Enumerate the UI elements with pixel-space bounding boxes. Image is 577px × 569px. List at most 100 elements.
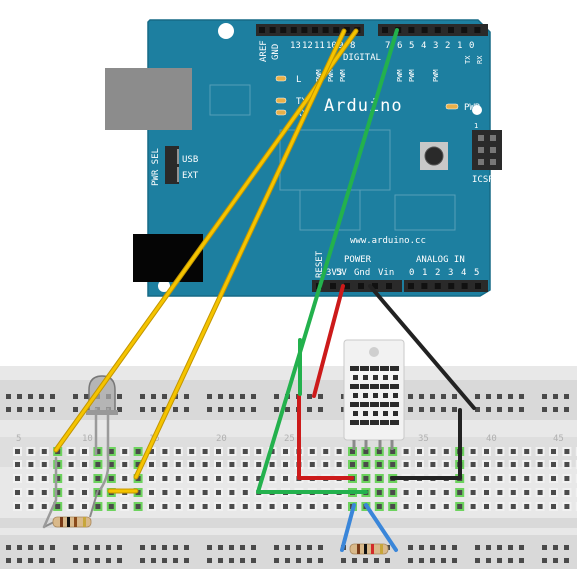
- header-pin: [448, 27, 454, 33]
- icsp-pins: [478, 135, 496, 165]
- breadboard-hole: [457, 490, 463, 495]
- breadboard-hole: [162, 490, 168, 495]
- breadboard-hole: [430, 462, 436, 467]
- breadboard-hole: [162, 462, 168, 467]
- breadboard-hole: [68, 462, 74, 467]
- breadboard-hole: [484, 504, 489, 509]
- breadboard-hole: [385, 558, 390, 563]
- breadboard-hole: [17, 558, 22, 563]
- header-pin: [475, 283, 481, 289]
- breadboard-hole-frame: [575, 460, 577, 469]
- sensor-grill-slot: [363, 393, 368, 398]
- breadboard-hole: [95, 545, 100, 550]
- breadboard-hole: [376, 449, 382, 454]
- breadboard-hole: [68, 449, 74, 454]
- analog-pin-label: 5: [474, 268, 479, 278]
- icsp-label: ICSP: [472, 175, 494, 185]
- pwm-label: PWM: [396, 69, 404, 82]
- breadboard-hole: [106, 558, 111, 563]
- breadboard-hole: [470, 462, 476, 467]
- breadboard-hole: [251, 558, 256, 563]
- breadboard-hole: [441, 407, 446, 412]
- breadboard-hole: [55, 490, 61, 495]
- breadboard-hole: [256, 462, 262, 467]
- header-pin: [280, 27, 287, 33]
- reset-button[interactable]: [424, 146, 444, 166]
- digital-pin-label: 13: [290, 41, 301, 51]
- sensor-grill-slot: [390, 402, 399, 407]
- breadboard-hole: [430, 394, 435, 399]
- breadboard-hole: [285, 407, 290, 412]
- analog-in-label: ANALOG IN: [416, 255, 465, 265]
- breadboard-hole: [443, 449, 449, 454]
- sensor-grill-slot: [373, 411, 378, 416]
- breadboard-hole: [175, 476, 181, 481]
- breadboard-hole: [553, 407, 558, 412]
- header-pin: [448, 283, 455, 289]
- pwr-led-label: PWR: [464, 103, 481, 113]
- breadboard-hole: [240, 558, 245, 563]
- breadboard-hole: [149, 490, 154, 495]
- breadboard-hole: [229, 490, 235, 495]
- breadboard-hole: [82, 504, 87, 509]
- header-pin: [312, 27, 318, 33]
- arduino-board: AREF GND 13 12 11 10 9 8 DIGITAL PWM PWM…: [105, 19, 502, 297]
- sensor-grill-slot: [370, 420, 379, 425]
- breadboard-hole: [50, 394, 55, 399]
- breadboard-hole: [28, 490, 34, 495]
- breadboard-hole: [82, 449, 87, 454]
- breadboard-hole: [73, 394, 78, 399]
- breadboard-hole: [390, 490, 396, 495]
- pwm-label: PWM: [408, 69, 416, 82]
- breadboard-hole: [207, 545, 212, 550]
- breadboard-hole: [510, 490, 516, 495]
- breadboard-hole: [417, 504, 422, 509]
- breadboard-hole: [537, 449, 543, 454]
- rx-led-label: RX: [296, 109, 307, 119]
- breadboard-hole: [457, 504, 463, 509]
- breadboard-hole: [28, 394, 33, 399]
- breadboard-hole: [122, 462, 128, 467]
- breadboard-hole: [484, 490, 489, 495]
- breadboard-hole: [229, 462, 235, 467]
- breadboard-hole: [307, 407, 312, 412]
- sensor-grill-slot: [360, 366, 369, 371]
- breadboard-hole: [15, 476, 20, 481]
- power-pin-label: 3V3: [326, 268, 342, 278]
- sensor-grill-slot: [353, 393, 358, 398]
- header-pin: [434, 283, 441, 289]
- column-number: 10: [82, 434, 93, 444]
- breadboard-hole: [50, 558, 55, 563]
- breadboard-hole: [95, 476, 101, 481]
- arduino-url: www.arduino.cc: [350, 236, 426, 246]
- usb-label: USB: [182, 155, 198, 165]
- analog-pin-label: 1: [422, 268, 427, 278]
- sensor-grill-slot: [353, 411, 358, 416]
- breadboard-hole: [510, 476, 516, 481]
- breadboard-hole: [542, 407, 547, 412]
- breadboard-hole: [218, 394, 223, 399]
- sensor-grill-slot: [383, 375, 388, 380]
- breadboard-hole: [350, 449, 355, 454]
- icsp-pin: [490, 147, 496, 153]
- sensor-grill-slot: [350, 402, 359, 407]
- breadboard-hole: [376, 462, 382, 467]
- column-number: 25: [284, 434, 295, 444]
- breadboard-hole: [417, 449, 422, 454]
- breadboard-hole: [537, 504, 543, 509]
- breadboard-hole: [28, 504, 34, 509]
- breadboard-hole: [542, 545, 547, 550]
- breadboard-hole: [564, 490, 570, 495]
- breadboard-hole: [175, 462, 181, 467]
- pwm-label: PWM: [339, 69, 347, 82]
- board-traces: [209, 84, 456, 231]
- breadboard-hole: [229, 558, 234, 563]
- breadboard-hole: [285, 558, 290, 563]
- sensor-grill-slot: [383, 393, 388, 398]
- sensor-grill-slot: [363, 375, 368, 380]
- breadboard-hole: [15, 490, 20, 495]
- pwm-label: PWM: [315, 69, 323, 82]
- breadboard-hole: [390, 504, 396, 509]
- power-pin-label: 5V: [336, 268, 347, 278]
- breadboard-hole: [229, 504, 235, 509]
